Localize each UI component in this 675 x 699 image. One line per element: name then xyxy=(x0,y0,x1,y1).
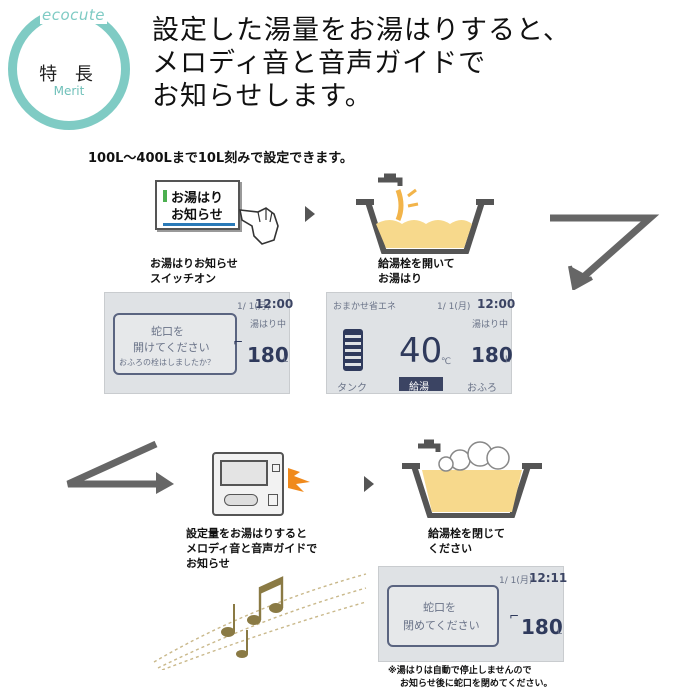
step4-caption: 給湯栓を閉じて ください xyxy=(428,526,505,556)
lcd2-temp: 40 xyxy=(399,331,443,371)
lcd3-msg1: 蛇口を xyxy=(423,601,456,614)
lcd2-temp-unit: ℃ xyxy=(441,357,452,367)
faucet-icon: ⌐ xyxy=(509,609,520,623)
lcd2-tank: タンク xyxy=(337,383,367,394)
step3-line3: お知らせ xyxy=(186,557,230,570)
headline: 設定した湯量をお湯はりすると、 メロディ音と音声ガイドで お知らせします。 xyxy=(152,14,672,113)
lcd2-mode: おまかせ省エネ xyxy=(333,302,397,312)
step3-line2: メロディ音と音声ガイドで xyxy=(186,542,318,555)
lcd2-unit: L xyxy=(505,355,511,365)
lcd3-time: 12:11 xyxy=(529,571,568,585)
sound-burst-icon xyxy=(288,468,310,492)
remote-display-1: 1/ 1(月) 12:00 湯はり中 蛇口を 開けてください おふろの栓はしまし… xyxy=(104,292,294,394)
lcd3-message-bubble: 蛇口を 閉めてください xyxy=(387,585,499,647)
switch-indicator xyxy=(163,190,167,202)
lcd2-kyuto-tab: 給湯 xyxy=(399,377,443,393)
badge-title: 特 長 xyxy=(39,64,99,85)
lcd1-time: 12:00 xyxy=(255,297,294,311)
lcd3-msg2: 閉めてください xyxy=(403,619,480,632)
tank-gauge-icon xyxy=(343,329,363,371)
lcd1-unit: L xyxy=(283,355,289,365)
lcd3-volume: 180 xyxy=(521,615,563,639)
faucet-icon: ⌐ xyxy=(233,335,244,349)
switch-label-line2: お知らせ xyxy=(171,208,223,223)
headline-line3: お知らせします。 xyxy=(152,81,373,112)
switch-card: お湯はり お知らせ xyxy=(155,180,240,230)
lcd2-time: 12:00 xyxy=(477,297,516,311)
footnote: ※湯はりは自動で停止しませんので お知らせ後に蛇口を閉めてください。 xyxy=(388,665,553,691)
lcd1-volume: 180 xyxy=(247,343,289,367)
lcd2-kyuto: 給湯 xyxy=(409,382,429,393)
lcd2-volume: 180 xyxy=(471,343,513,367)
lcd2-ofuro: おふろ xyxy=(467,383,497,394)
switch-label-line1: お湯はり xyxy=(171,191,224,206)
switch-underline xyxy=(163,223,235,226)
step1-line2: スイッチオン xyxy=(150,272,216,285)
lcd1-status: 湯はり中 xyxy=(250,320,287,330)
remote-display-3: 1/ 1(月) 12:11 蛇口を 閉めてください ⌐ 180 L xyxy=(378,566,568,662)
melody-notes-icon xyxy=(153,573,367,670)
step4-line1: 給湯栓を閉じて xyxy=(428,527,505,540)
lcd1-msg1: 蛇口を xyxy=(151,325,184,338)
remote-display-2: おまかせ省エネ 1/ 1(月) 12:00 湯はり中 40 ℃ 180 L タン… xyxy=(326,292,516,394)
footnote-line1: ※湯はりは自動で停止しませんので xyxy=(388,666,532,676)
step2-line1: 給湯栓を開いて xyxy=(378,257,455,270)
pointing-hand-icon xyxy=(239,207,279,245)
lcd1-msg2: 開けてください xyxy=(133,341,210,354)
headline-line2: メロディ音と音声ガイドで xyxy=(152,48,487,79)
lcd1-message-bubble: 蛇口を 開けてください おふろの栓はしましたか？ xyxy=(113,313,237,375)
flow-arrow-down-left xyxy=(550,214,660,290)
remote-side-button xyxy=(272,464,280,472)
footnote-line2: お知らせ後に蛇口を閉めてください。 xyxy=(400,679,553,689)
remote-screen xyxy=(220,460,268,486)
flow-arrow-left-right xyxy=(66,440,174,494)
headline-line1: 設定した湯量をお湯はりすると、 xyxy=(152,15,571,46)
step4-line2: ください xyxy=(428,542,472,555)
bathtub-filling-icon xyxy=(356,173,494,254)
step3-line1: 設定量をお湯はりすると xyxy=(186,527,307,540)
lcd2-status: 湯はり中 xyxy=(472,320,509,330)
remote-menu-button xyxy=(268,494,278,506)
range-text: 100L〜400Lまで10L刻みで設定できます。 xyxy=(88,151,353,166)
step1-caption: お湯はりお知らせ スイッチオン xyxy=(150,256,238,286)
bathtub-full-icon xyxy=(402,439,542,518)
badge-brand: ecocute xyxy=(40,6,108,24)
step2-caption: 給湯栓を開いて お湯はり xyxy=(378,256,455,286)
badge-subtitle: Merit xyxy=(53,84,85,98)
lcd2-date: 1/ 1(月) xyxy=(437,302,471,312)
lcd1-msg3: おふろの栓はしましたか？ xyxy=(119,358,215,367)
step-arrow-1 xyxy=(305,206,315,222)
lcd1-date: 1/ 1(月) xyxy=(237,302,271,312)
remote-buttons xyxy=(224,494,258,506)
step3-caption: 設定量をお湯はりすると メロディ音と音声ガイドで お知らせ xyxy=(186,526,317,571)
step1-line1: お湯はりお知らせ xyxy=(150,257,238,270)
lcd3-unit: L xyxy=(557,627,563,637)
lcd3-date: 1/ 1(月) xyxy=(499,576,533,586)
step-arrow-2 xyxy=(364,476,374,492)
step2-line2: お湯はり xyxy=(378,272,422,285)
remote-controller-icon xyxy=(212,452,284,516)
